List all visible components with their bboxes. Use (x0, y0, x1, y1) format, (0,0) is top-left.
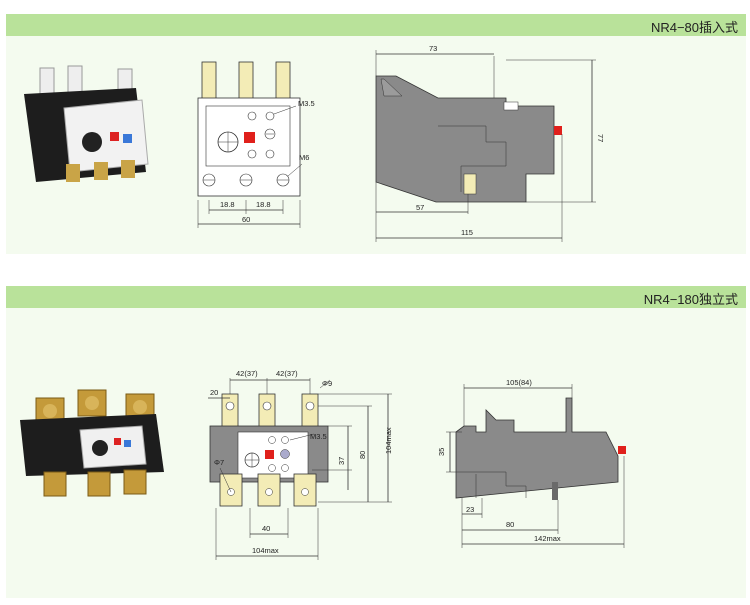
front-spacing-1: 42(37) (236, 369, 258, 378)
section-title: NR4−180独立式 (643, 292, 738, 307)
front-pin-label: Φ7 (214, 458, 224, 467)
section-header: NR4−80插入式 (6, 14, 746, 36)
section-nr4-80: NR4−80插入式 (6, 14, 746, 254)
front-spacing-2: 18.8 (256, 200, 271, 209)
side-view (446, 384, 626, 548)
front-hole-label: Φ9 (322, 379, 332, 388)
front-overall-height: 104max (384, 427, 393, 454)
side-base-offset: 23 (466, 505, 474, 514)
side-base-height: 35 (437, 448, 446, 456)
side-overall-length: 142max (534, 534, 561, 543)
front-spacing-1: 18.8 (220, 200, 235, 209)
front-pin-height: 37 (337, 457, 346, 465)
front-view (197, 61, 303, 228)
side-height: 77 (596, 134, 605, 142)
section-header: NR4−180独立式 (6, 286, 746, 308)
section-nr4-180: NR4−180独立式 (6, 286, 746, 598)
front-pin-spacing: 40 (262, 524, 270, 533)
side-top-length: 73 (429, 44, 437, 53)
front-body-height: 80 (358, 451, 367, 459)
side-view (375, 50, 596, 242)
product-photo (24, 65, 149, 182)
front-width: 104max (252, 546, 279, 555)
front-terminal-label: M6 (299, 153, 309, 162)
diagram-nr4-80: M3.5 M6 18.8 18.8 60 73 77 57 115 (24, 44, 605, 242)
section-title: NR4−80插入式 (650, 20, 738, 35)
front-screw-label: M3.5 (310, 432, 327, 441)
side-top-length: 105(84) (506, 378, 532, 387)
diagram-nr4-180: 20 42(37) 42(37) Φ9 M3.5 Φ7 40 104max 37… (20, 369, 626, 560)
front-offset: 20 (210, 388, 218, 397)
side-mount-length: 57 (416, 203, 424, 212)
front-spacing-2: 42(37) (276, 369, 298, 378)
side-overall-length: 115 (461, 228, 473, 237)
side-mount-length: 80 (506, 520, 514, 529)
front-width: 60 (242, 215, 250, 224)
front-screw-label: M3.5 (298, 99, 315, 108)
front-view (208, 378, 392, 560)
product-photo (20, 389, 164, 497)
